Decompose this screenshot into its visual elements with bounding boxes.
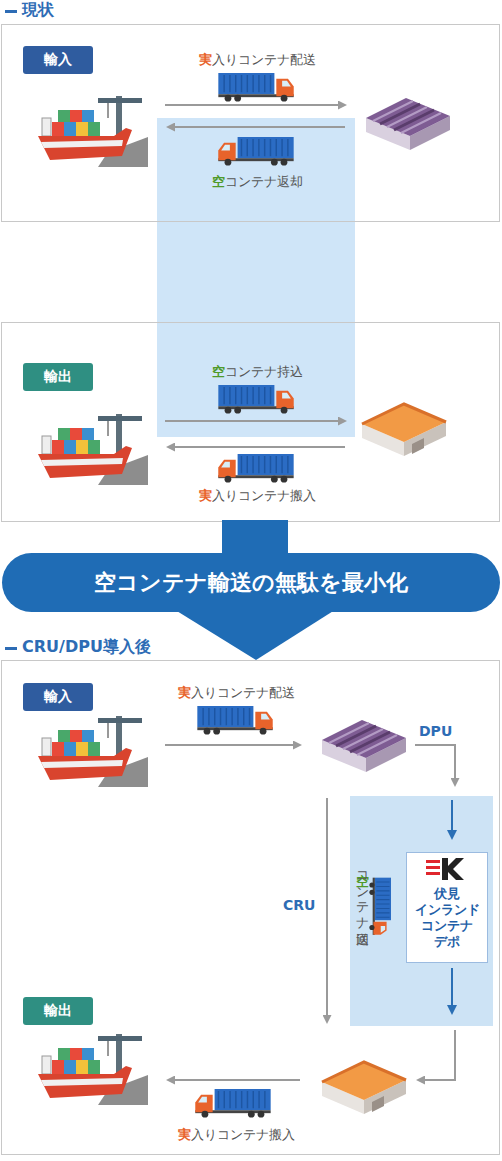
flow-arrow xyxy=(165,744,300,746)
truck-icon xyxy=(218,137,293,166)
section-heading: CRU/DPU導入後 xyxy=(22,637,151,658)
node-text: 空コンテナ輸送の無駄を最小化 xyxy=(94,568,408,598)
truck-icon xyxy=(218,73,293,102)
import-badge: 輸入 xyxy=(23,46,93,74)
flow-arrow xyxy=(165,104,345,106)
flow-arrow xyxy=(168,1079,300,1081)
factory-icon xyxy=(362,404,446,456)
export-badge: 輸出 xyxy=(23,997,93,1025)
ship-icon xyxy=(38,414,148,485)
ship-icon xyxy=(38,716,148,787)
flow-arrow xyxy=(165,420,345,422)
export-badge: 輸出 xyxy=(23,363,93,391)
warehouse-icon xyxy=(322,720,406,772)
highlight-band xyxy=(157,118,355,437)
flow-arrow xyxy=(168,446,345,448)
section-panel: 実入りコンテナ配送空コンテナ返却 輸入 xyxy=(1,24,500,222)
flow-label: DPU xyxy=(419,723,452,739)
heading-bar xyxy=(5,647,17,650)
node-text: 輸出 xyxy=(44,1002,72,1020)
truck-icon xyxy=(218,454,293,483)
vertical-caption: 空コンテナ回送 xyxy=(353,863,371,923)
depot-box: 伏見 インランド コンテナ デポ xyxy=(406,852,488,963)
arrow-caption: 空コンテナ返却 xyxy=(162,173,352,191)
section-panel: 空コンテナ持込実入りコンテナ搬入 輸出 xyxy=(1,322,500,522)
node-text: 輸出 xyxy=(44,368,72,386)
factory-icon xyxy=(322,1062,406,1114)
arrow-caption: 実入りコンテナ搬入 xyxy=(141,1126,331,1144)
heading-bar xyxy=(5,10,17,13)
dpu-arrow xyxy=(415,745,455,785)
depot-area: 空コンテナ回送 伏見 インランド コンテナ デポ xyxy=(350,796,493,1026)
ship-icon xyxy=(38,96,148,167)
section-panel: 実入りコンテナ配送 DPU CRU 実入りコンテナ搬入 輸入空コンテナ回送 伏見 インラン… xyxy=(1,660,500,1155)
arrow-caption: 空コンテナ持込 xyxy=(162,363,352,381)
flow-label: CRU xyxy=(283,897,315,913)
warehouse-icon xyxy=(366,98,450,150)
flow-arrow xyxy=(168,126,345,128)
node-text: 輸入 xyxy=(44,51,72,69)
arrow-caption: 実入りコンテナ配送 xyxy=(162,51,352,69)
ship-icon xyxy=(38,1034,148,1105)
truck-icon xyxy=(195,1089,270,1118)
truck-icon xyxy=(218,385,293,414)
arrow-caption: 実入りコンテナ搬入 xyxy=(162,487,352,505)
summary-banner: 空コンテナ輸送の無駄を最小化 xyxy=(2,553,500,612)
import-badge: 輸入 xyxy=(23,683,93,711)
section-heading: 現状 xyxy=(22,0,54,21)
big-arrow-head xyxy=(172,608,338,660)
cru-arrow xyxy=(326,798,328,1022)
depot-name: 伏見 インランド コンテナ デポ xyxy=(407,886,487,950)
node-text: 輸入 xyxy=(44,688,72,706)
truck-icon xyxy=(197,706,272,735)
flow-arrow xyxy=(418,1030,455,1080)
arrow-caption: 実入りコンテナ配送 xyxy=(141,684,331,702)
